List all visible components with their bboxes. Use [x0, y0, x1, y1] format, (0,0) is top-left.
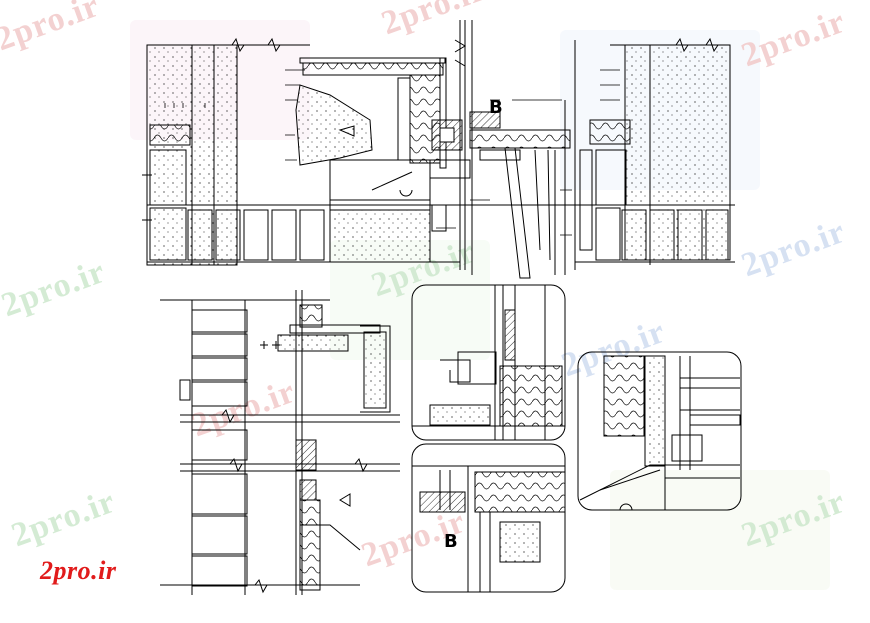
- detail-panel-2: [411, 443, 566, 593]
- background-tint: [610, 470, 830, 590]
- section-mark-detail: B: [444, 531, 458, 552]
- detail-panel-3: [577, 351, 742, 511]
- annotation-tags: [164, 69, 620, 236]
- section-mark-top: B: [489, 97, 503, 118]
- vertical-wall-section: [160, 290, 400, 595]
- top-wall-section: [142, 20, 735, 279]
- brand-logo: 2pro.ir: [40, 556, 117, 585]
- detail-panel-1: [411, 284, 566, 441]
